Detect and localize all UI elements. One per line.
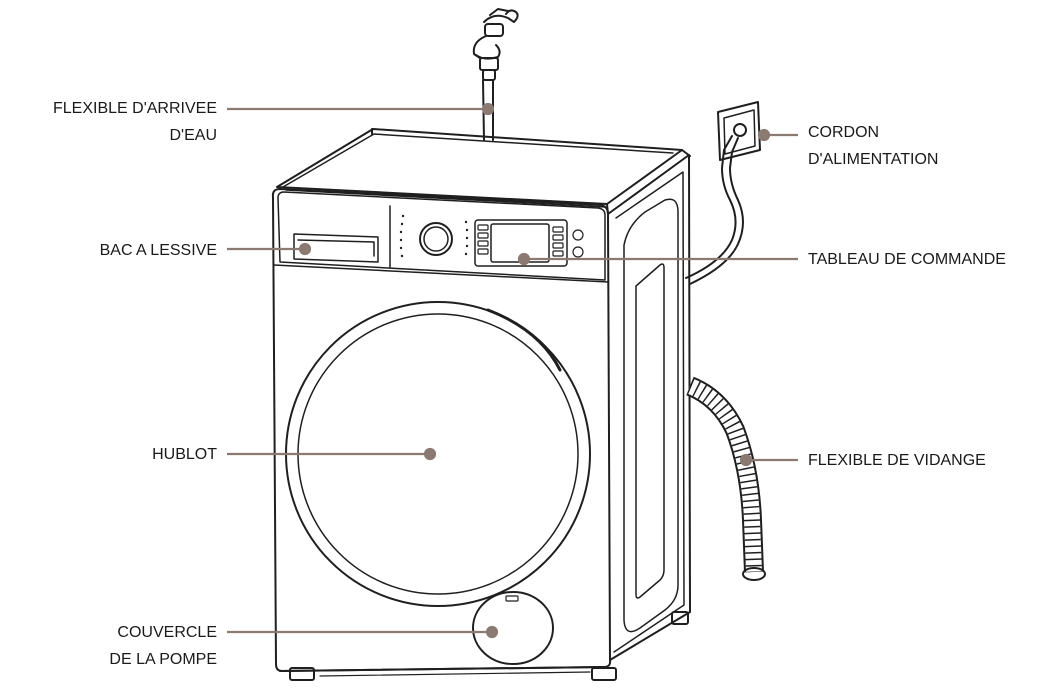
water-tap-icon <box>472 8 519 81</box>
label-line: TABLEAU DE COMMANDE <box>808 251 1006 268</box>
label-control-panel: TABLEAU DE COMMANDE <box>808 246 1006 273</box>
label-line: HUBLOT <box>152 446 217 463</box>
label-drain-hose: FLEXIBLE DE VIDANGE <box>808 447 986 474</box>
label-line: BAC A LESSIVE <box>99 242 217 259</box>
pump-cover[interactable] <box>472 591 554 665</box>
label-line: D'ALIMENTATION <box>808 151 939 168</box>
machine-side-panel <box>607 154 691 661</box>
program-dial[interactable] <box>419 222 453 256</box>
label-detergent-drawer: BAC A LESSIVE <box>100 237 217 264</box>
drain-hose <box>685 376 766 581</box>
label-line: DE LA POMPE <box>109 651 217 668</box>
power-cord <box>685 135 744 285</box>
leader-lines <box>227 102 798 639</box>
control-panel-strip <box>277 191 606 281</box>
label-water-inlet-hose: FLEXIBLE D'ARRIVEE D'EAU <box>53 95 217 149</box>
machine-front-body <box>271 188 612 672</box>
machine-feet <box>289 611 689 681</box>
wall-socket-icon <box>717 101 761 161</box>
label-power-cord: CORDON D'ALIMENTATION <box>808 119 938 173</box>
machine-top <box>276 128 691 215</box>
label-line: CORDON <box>808 124 880 141</box>
label-line: FLEXIBLE D'ARRIVEE <box>53 100 217 117</box>
label-door: HUBLOT <box>152 441 217 468</box>
detergent-drawer[interactable] <box>293 233 379 263</box>
label-line: COUVERCLE <box>117 624 217 641</box>
label-pump-cover: COUVERCLE DE LA POMPE <box>109 619 217 673</box>
dial-indicator-dots <box>399 214 469 258</box>
label-line: D'EAU <box>169 127 217 144</box>
control-buttons[interactable] <box>477 224 584 258</box>
label-line: FLEXIBLE DE VIDANGE <box>808 452 986 469</box>
